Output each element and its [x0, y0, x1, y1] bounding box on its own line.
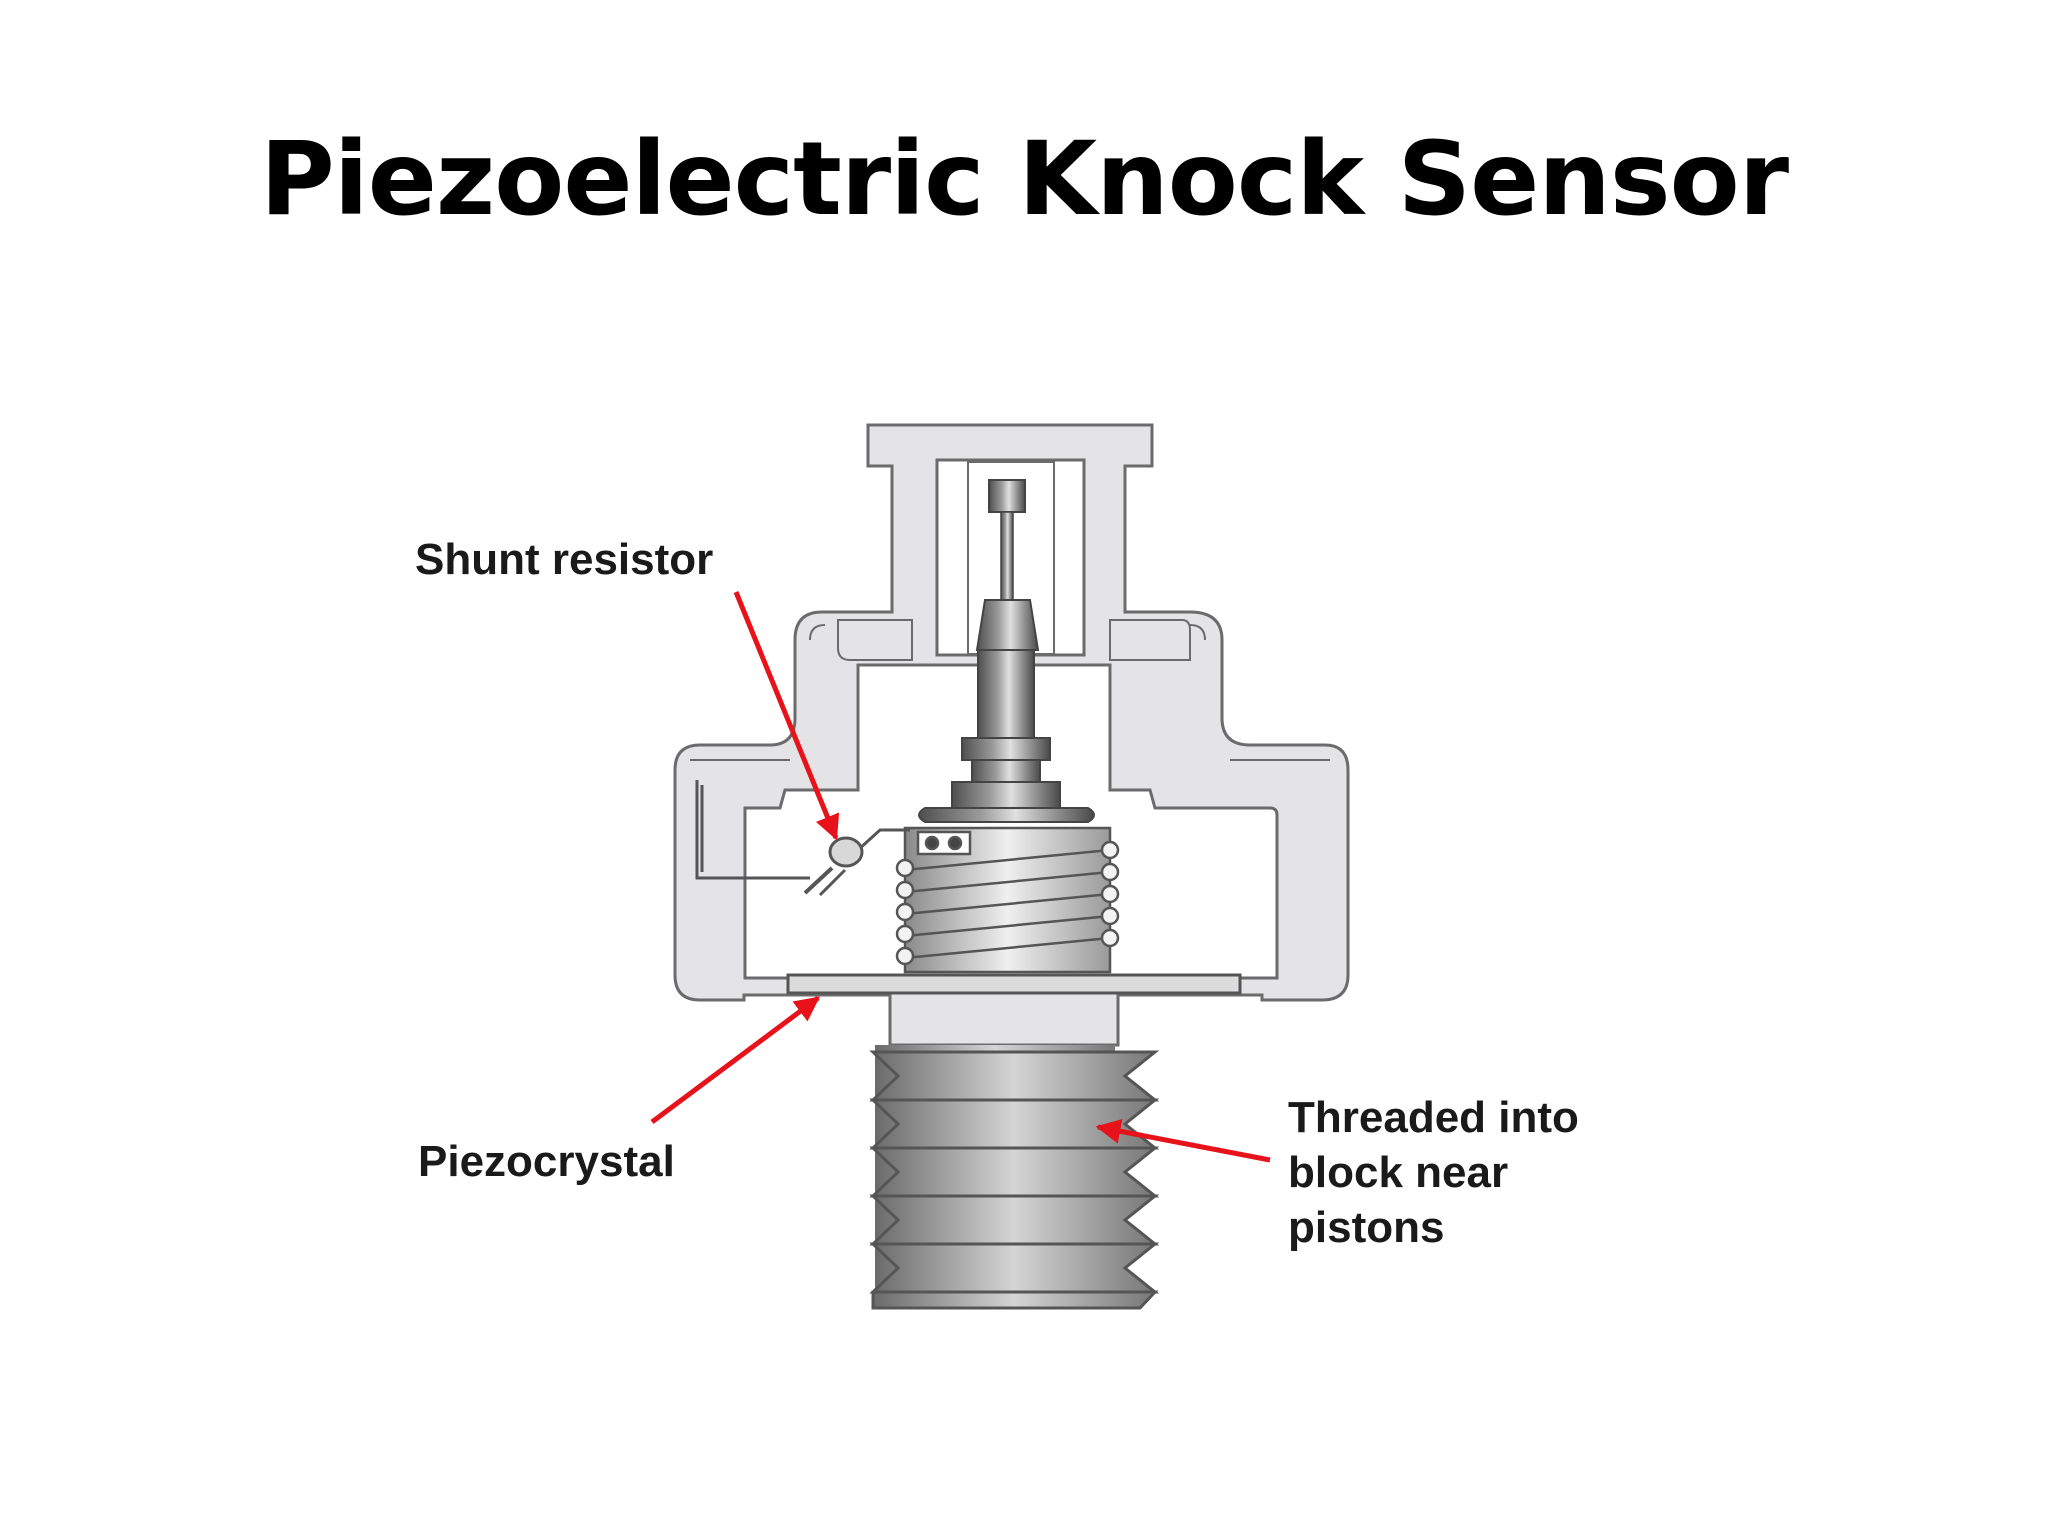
- piezocrystal-label: Piezocrystal: [418, 1137, 675, 1186]
- shunt-resistor-label: Shunt resistor: [415, 535, 714, 584]
- terminal-pin-top: [988, 479, 1026, 513]
- spring-coil: [895, 826, 1120, 974]
- threaded-stud: [869, 1045, 1160, 1310]
- terminal-pin: [1000, 511, 1014, 601]
- piezocrystal-arrow: [650, 995, 821, 1125]
- threaded-label: Threaded into block near pistons: [1288, 1093, 1579, 1252]
- threaded-arrow: [1095, 1118, 1271, 1163]
- shunt-resistor-part: [695, 780, 910, 897]
- shunt-resistor-arrow: [733, 591, 840, 841]
- piezocrystal-plate: [786, 973, 1242, 995]
- center-stem: [977, 649, 1035, 739]
- slide-title: Piezoelectric Knock Sensor: [259, 120, 1789, 239]
- callout-arrows: [650, 591, 1271, 1163]
